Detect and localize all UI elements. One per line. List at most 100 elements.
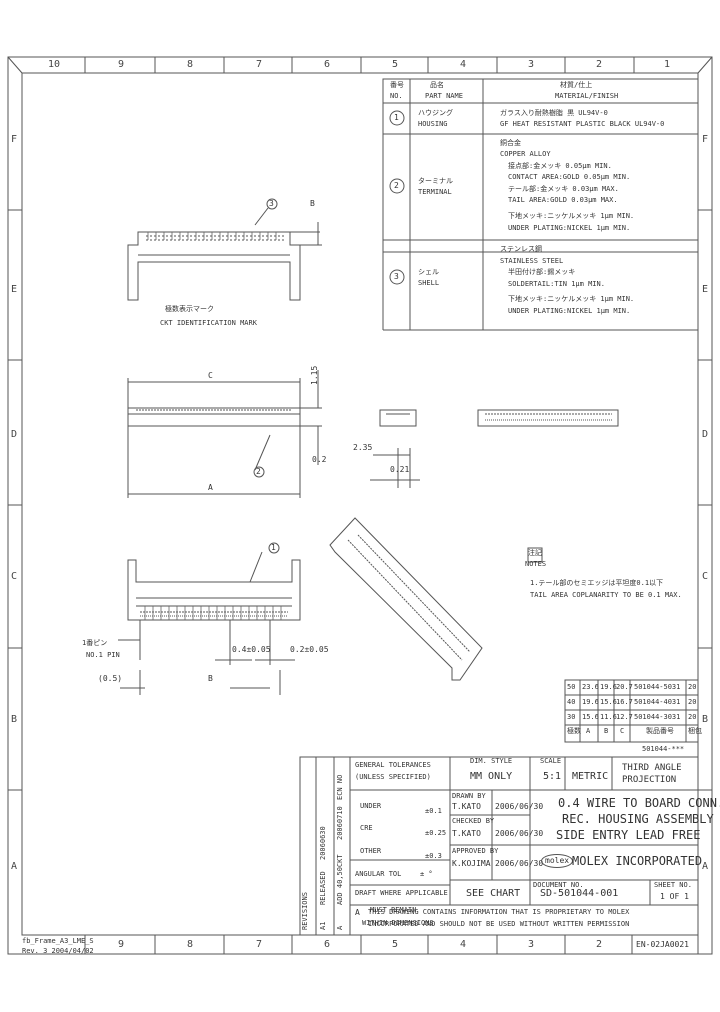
zone-right-D: D: [702, 429, 709, 440]
title-line1: 0.4 WIRE TO BOARD CONN.: [558, 796, 720, 810]
tol-row1-label: UNDER: [360, 802, 382, 810]
bom-header-no-jp: 番号: [390, 81, 404, 89]
chart-r1-qty: 20: [688, 683, 697, 691]
chart-h-qty: 梱包: [688, 727, 702, 735]
zone-top-6: 6: [324, 59, 331, 70]
unless-specified: (UNLESS SPECIFIED): [355, 773, 431, 781]
ecn-header: ECN NO: [336, 774, 344, 800]
zone-left-B: B: [11, 714, 18, 725]
zone-top-2: 2: [596, 59, 603, 70]
bom-row3-line3: 半田付け部:錫メッキ: [508, 268, 576, 276]
chart-r3-a: 15.6: [582, 713, 599, 721]
bom-row1-part-jp: ハウジング: [418, 109, 453, 117]
rev2-desc: ADD 40,50CKT: [336, 854, 344, 905]
ckt-mark: CKT IDENTIFICATION MARK: [160, 319, 257, 327]
zone-bottom-3: 3: [528, 939, 535, 950]
chart-r2-a: 19.6: [582, 698, 599, 706]
scale-label: SCALE: [540, 757, 562, 765]
notes-line1-jp: 1.テール部のセミエッジは平坦度0.1以下: [530, 579, 664, 587]
zone-left-C: C: [11, 571, 18, 582]
dim-b-top: B: [310, 199, 315, 208]
must-remain: MUST REMAIN: [370, 906, 417, 914]
bom-row2-line6: TAIL AREA:GOLD 0.03μm MAX.: [508, 196, 618, 204]
doc-code: EN-02JA0021: [636, 940, 689, 949]
bom-row3-no: 3: [394, 272, 399, 281]
proprietary-1: THIS DRAWING CONTAINS INFORMATION THAT I…: [368, 908, 630, 916]
bom-row3-line4: SOLDERTAIL:TIN 1μm MIN.: [508, 280, 605, 288]
within-dimensions: WITHIN DIMENSIONS: [362, 919, 434, 927]
chart-r1-ckt: 50: [567, 683, 576, 691]
zone-top-3: 3: [528, 59, 535, 70]
sheet-no: 1 OF 1: [660, 892, 689, 901]
balloon-2-front: 2: [256, 467, 261, 476]
dim-05: (0.5): [98, 674, 123, 683]
product-spec: SEE CHART: [466, 888, 521, 899]
notes-line1: TAIL AREA COPLANARITY TO BE 0.1 MAX.: [530, 591, 682, 599]
drawn-by-label: DRAWN BY: [452, 792, 486, 800]
rev1-ecn: 20060630: [319, 826, 327, 860]
company: MOLEX INCORPORATED: [572, 854, 703, 868]
tol-row2-value: ±0.25: [425, 829, 447, 837]
chart-r3-qty: 20: [688, 713, 697, 721]
tol-row2-label: CRE: [360, 824, 373, 832]
rev1: A1: [319, 921, 327, 930]
zone-left-E: E: [11, 284, 18, 295]
checked-by: T.KATO: [452, 829, 481, 838]
bom-row3-line2: STAINLESS STEEL: [500, 257, 564, 265]
bom-row3-line1: ステンレス鋼: [500, 245, 542, 253]
angular-tol: ANGULAR TOL: [355, 870, 402, 878]
dim-style-value: MM ONLY: [470, 771, 513, 782]
zone-bottom-4: 4: [460, 939, 467, 950]
zone-right-F: F: [702, 134, 709, 145]
draft-note: DRAFT WHERE APPLICABLE: [355, 889, 448, 897]
tol-row3-label: OTHER: [360, 847, 382, 855]
chart-r2-ckt: 40: [567, 698, 576, 706]
zone-top-10: 10: [48, 59, 61, 70]
zone-right-E: E: [702, 284, 709, 295]
bom-row2-line4: CONTACT AREA:GOLD 0.05μm MIN.: [508, 173, 631, 181]
title-line2: REC. HOUSING ASSEMBLY: [562, 812, 714, 826]
chart-r1-c: 20.7: [616, 683, 633, 691]
bom-row3-line6: UNDER PLATING:NICKEL 1μm MIN.: [508, 307, 631, 315]
chart-r1-a: 23.6: [582, 683, 599, 691]
doc-no-label: DOCUMENT NO.: [533, 881, 584, 889]
bom-header-no: NO.: [390, 92, 403, 100]
bom-row2-line2: COPPER ALLOY: [500, 150, 551, 158]
tol-row3-value: ±0.3: [425, 852, 442, 860]
chart-r1-part: 501044-5031: [634, 683, 681, 691]
scale-value: 5:1: [543, 771, 562, 782]
notes-title-jp: 注記: [528, 549, 542, 557]
doc-no: SD-501044-001: [540, 888, 619, 899]
dim-a: A: [208, 483, 213, 492]
zone-left-A: A: [11, 861, 18, 872]
zone-right-B: B: [702, 714, 709, 725]
zone-right-C: C: [702, 571, 709, 582]
bom-row2-line1: 銅合金: [500, 139, 521, 147]
dim-115: 1.15: [310, 365, 319, 385]
notes-title: NOTES: [525, 560, 547, 568]
approved-date: 2006/06/30: [495, 859, 544, 868]
zone-top-4: 4: [460, 59, 467, 70]
zone-bottom-5: 5: [392, 939, 399, 950]
zone-bottom-9: 9: [118, 939, 125, 950]
drawn-by: T.KATO: [452, 802, 481, 811]
bom-header-part-jp: 品名: [430, 81, 444, 89]
zone-bottom-6: 6: [324, 939, 331, 950]
chart-h-part: 製品番号: [646, 727, 674, 735]
drawn-date: 2006/06/30: [495, 802, 544, 811]
dim-style-label: DIM. STYLE: [470, 757, 513, 765]
bom-row2-part-jp: ターミナル: [418, 177, 453, 185]
bom-row3-part: SHELL: [418, 279, 440, 287]
zone-top-7: 7: [256, 59, 263, 70]
bom-row2-line8: UNDER PLATING:NICKEL 1μm MIN.: [508, 224, 631, 232]
zone-bottom-7: 7: [256, 939, 263, 950]
checked-label: CHECKED BY: [452, 817, 495, 825]
rev2-ecn: 20060710: [336, 806, 344, 840]
no1-pin: NO.1 PIN: [86, 651, 120, 659]
bom-row1-no: 1: [394, 113, 399, 122]
chart-h-c: C: [620, 727, 625, 735]
bom-row2-no: 2: [394, 181, 399, 190]
tol-row1-value: ±0.1: [425, 807, 442, 815]
bom-row2-line3: 接点部:金メッキ 0.05μm MIN.: [508, 162, 612, 170]
